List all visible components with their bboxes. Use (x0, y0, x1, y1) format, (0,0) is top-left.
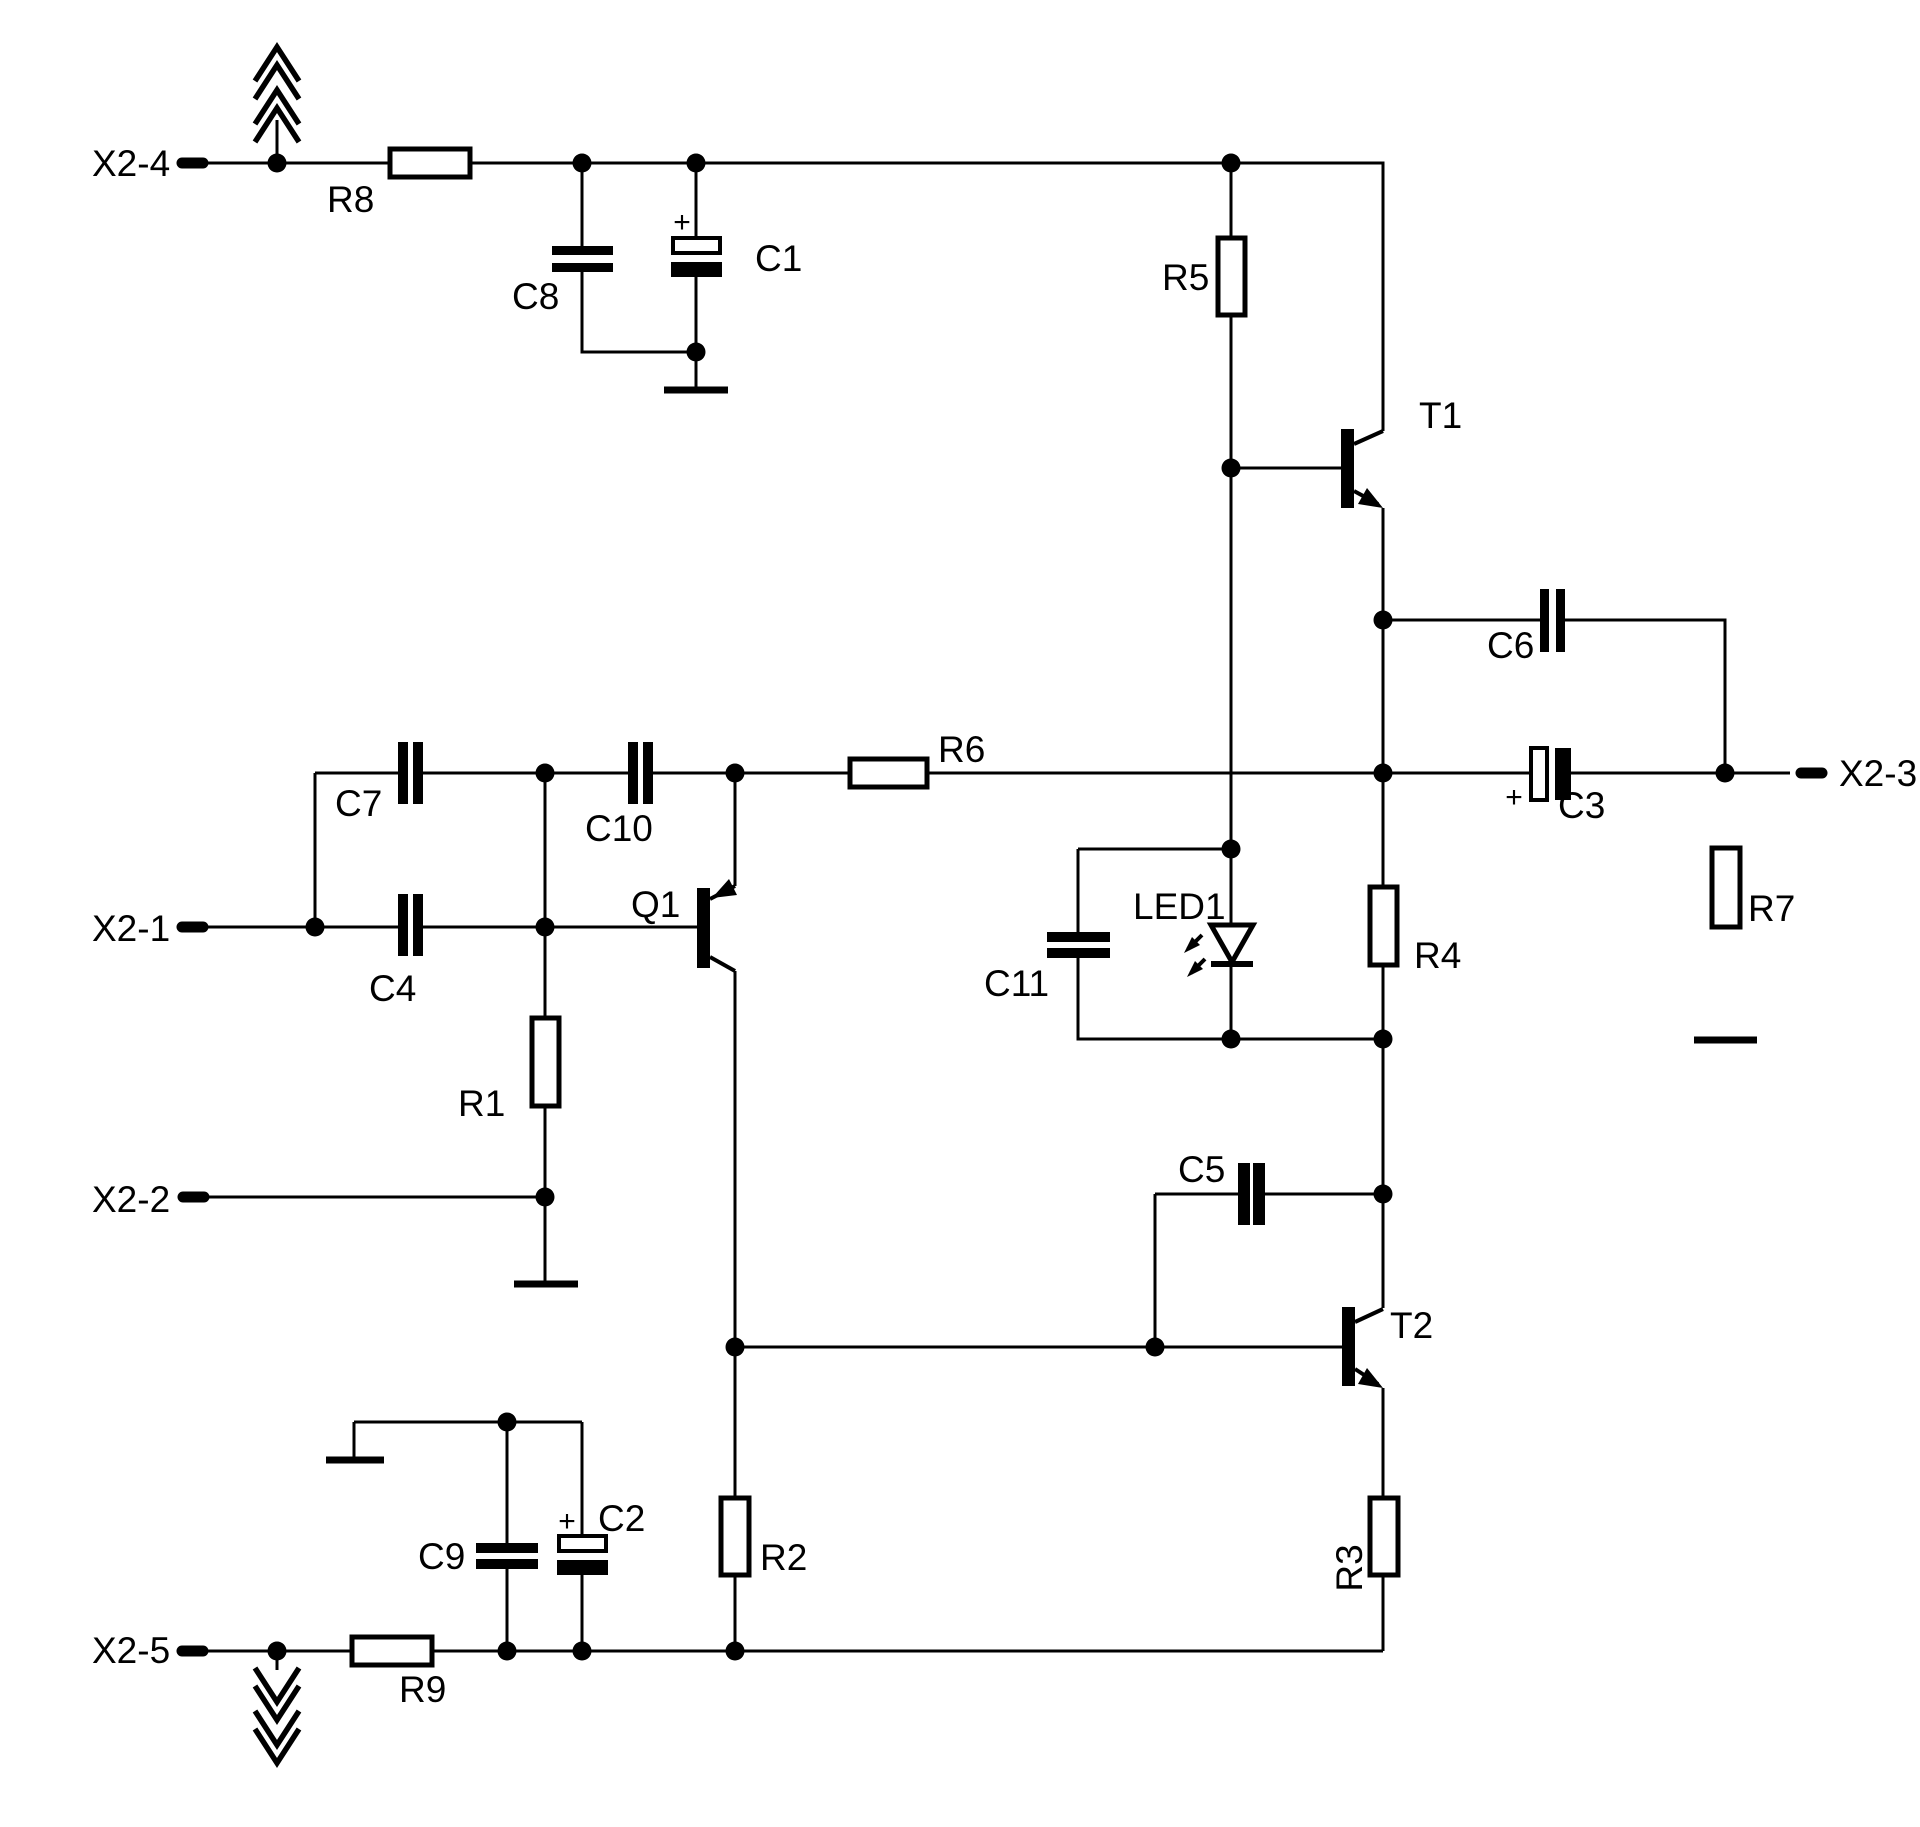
capacitor-c9-plate (476, 1559, 538, 1569)
component-label-c9: C9 (418, 1536, 465, 1577)
wires (205, 120, 1790, 1670)
capacitor-c8-plate (552, 263, 613, 272)
component-label-c8: C8 (512, 276, 559, 317)
terminal-label-x2-3: X2-3 (1839, 753, 1917, 794)
capacitor-c2-plate-pos (557, 1534, 608, 1553)
component-label-q1: Q1 (631, 884, 680, 925)
resistors (349, 146, 1743, 1668)
transistor-q1 (697, 879, 737, 968)
component-label-r4: R4 (1414, 935, 1461, 976)
resistor-r3-body (1367, 1495, 1401, 1578)
component-label-led1: LED1 (1133, 886, 1226, 927)
labels: X2-4 R8 C8 C1 R5 T1 C6 C7 C10 R6 Q1 X2-1… (92, 143, 1917, 1710)
transistor-t2-emitter-arrow-icon (1358, 1368, 1383, 1388)
component-label-c6: C6 (1487, 625, 1534, 666)
component-label-c4: C4 (369, 968, 416, 1009)
terminal-label-x2-1: X2-1 (92, 908, 170, 949)
resistor-r9-body (349, 1634, 435, 1668)
capacitor-c3-plate-pos (1529, 746, 1549, 802)
component-label-t2: T2 (1390, 1305, 1433, 1346)
capacitor-c6-plate (1540, 589, 1549, 652)
led1-cathode-bar (1211, 961, 1253, 967)
capacitor-c5-plate (1238, 1163, 1250, 1225)
resistor-r7-body (1709, 845, 1743, 930)
capacitor-c4-plate (398, 894, 408, 956)
transistor-t1 (1341, 429, 1384, 508)
component-label-c3: C3 (1558, 785, 1605, 826)
capacitor-c3-plate-neg (1555, 748, 1571, 800)
capacitor-c4-plate (413, 894, 423, 956)
terminal-stubs (176, 157, 1828, 1657)
capacitor-c11-plate (1047, 948, 1110, 958)
led1-triangle (1206, 922, 1258, 968)
component-label-r6: R6 (938, 729, 985, 770)
polarity-plus-c3: + (1505, 781, 1523, 814)
junction-dots (267, 153, 1735, 1661)
component-label-t1: T1 (1419, 395, 1462, 436)
resistor-r1-body (529, 1015, 562, 1109)
capacitor-c1-plate-pos (671, 236, 722, 255)
led1-light-arrow-icon (1187, 961, 1203, 977)
component-label-c2: C2 (598, 1498, 645, 1539)
capacitor-c9-plate (476, 1543, 538, 1553)
component-label-c1: C1 (755, 238, 802, 279)
capacitor-c10-plate (628, 742, 638, 804)
capacitor-c6-plate (1556, 589, 1565, 652)
transistor-q1-emitter-arrow-icon (712, 879, 737, 898)
capacitor-c5-plate (1253, 1163, 1265, 1225)
transistor-t1-base-bar (1341, 429, 1354, 508)
capacitor-c10-plate (643, 742, 653, 804)
component-label-c5: C5 (1178, 1149, 1225, 1190)
capacitor-c11-plate (1047, 932, 1110, 942)
capacitor-c8-plate (552, 246, 613, 255)
resistor-r6-body (847, 756, 930, 790)
transistor-t2 (1342, 1307, 1384, 1388)
component-label-r2: R2 (760, 1537, 807, 1578)
component-label-c10: C10 (585, 808, 653, 849)
component-label-r9: R9 (399, 1669, 446, 1710)
resistor-r2-body (718, 1495, 752, 1578)
diode-led1 (1184, 922, 1258, 977)
component-label-r8: R8 (327, 179, 374, 220)
transistor-q1-base-bar (697, 888, 710, 968)
component-label-r5: R5 (1162, 257, 1209, 298)
capacitor-c7-plate (413, 742, 423, 804)
transistor-t1-emitter-arrow-icon (1358, 488, 1383, 508)
polarity-plus-c2: + (558, 1505, 576, 1538)
ground-symbols (326, 386, 1757, 1464)
resistor-r8-body (387, 146, 473, 180)
component-label-r7: R7 (1748, 888, 1795, 929)
terminal-label-x2-2: X2-2 (92, 1179, 170, 1220)
component-label-r3: R3 (1329, 1544, 1370, 1591)
component-label-c11: C11 (984, 963, 1049, 1004)
resistor-r5-body (1215, 235, 1248, 318)
supply-arrow-up-icon (252, 41, 302, 144)
capacitor-c2-plate-neg (557, 1560, 608, 1575)
polarity-plus-c1: + (673, 206, 691, 239)
component-label-r1: R1 (458, 1083, 505, 1124)
supply-arrow-down-icon (252, 1666, 302, 1769)
terminal-label-x2-5: X2-5 (92, 1630, 170, 1671)
capacitor-c1-plate-neg (671, 262, 722, 277)
transistor-t2-base-bar (1342, 1307, 1355, 1386)
resistor-r4-body (1367, 884, 1400, 968)
capacitors (398, 236, 1571, 1575)
component-label-c7: C7 (335, 783, 382, 824)
terminal-label-x2-4: X2-4 (92, 143, 170, 184)
capacitor-c7-plate (398, 742, 408, 804)
led1-light-arrow-icon (1184, 937, 1200, 953)
